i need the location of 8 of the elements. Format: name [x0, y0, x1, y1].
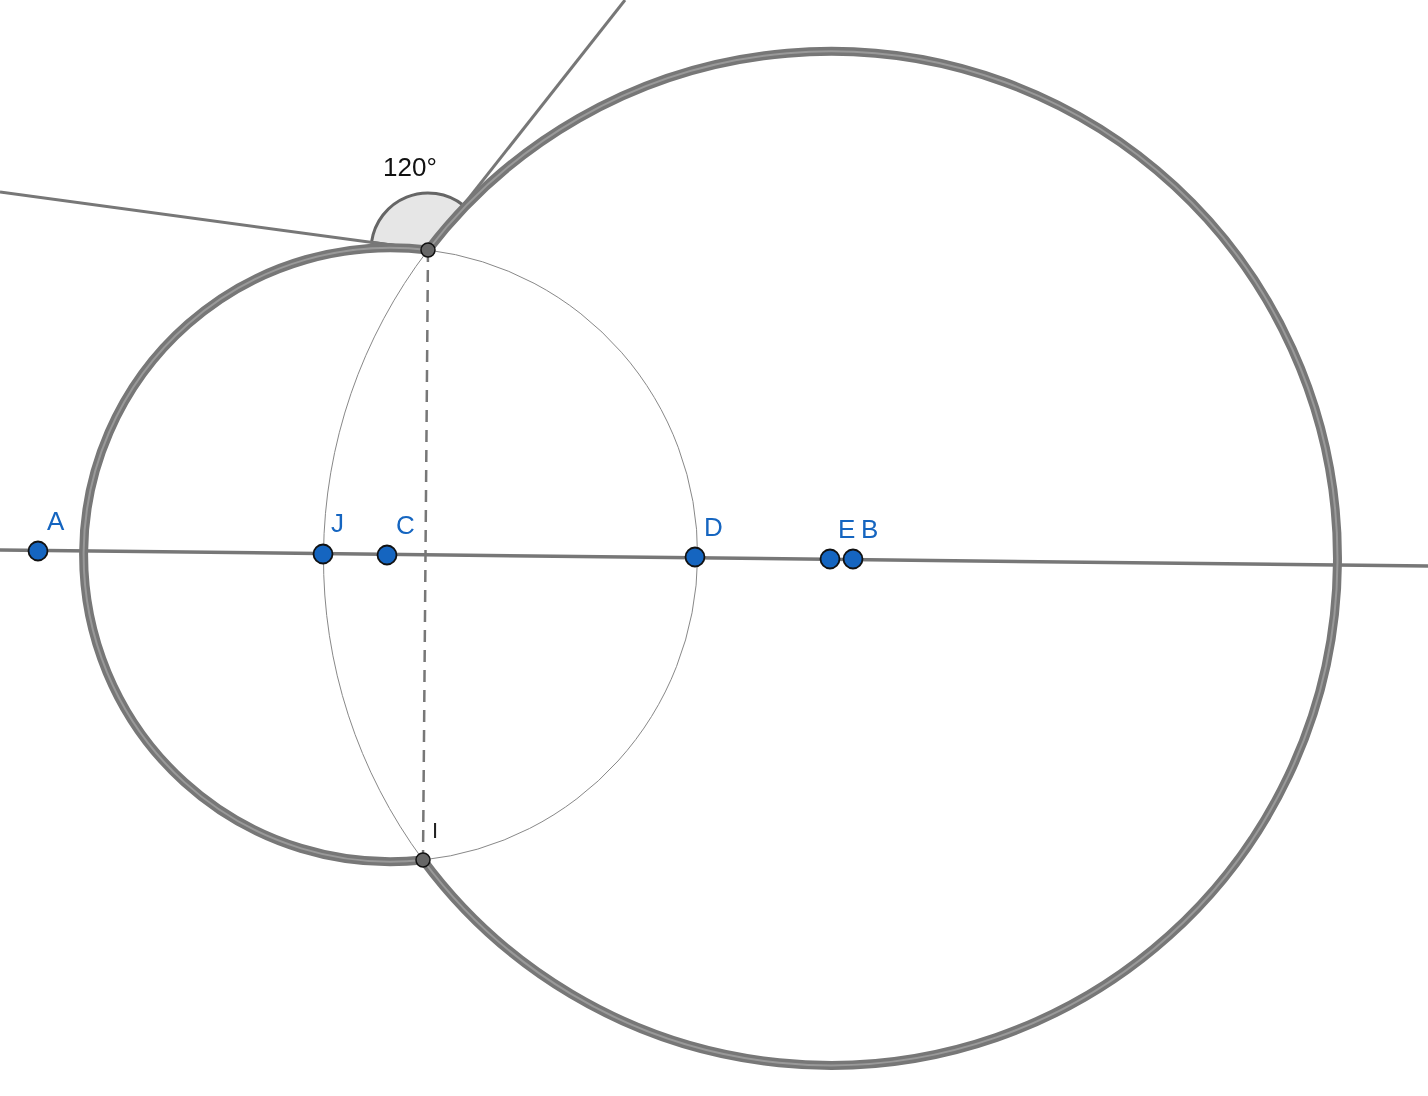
point-label: A [47, 508, 65, 534]
angle-label: 120° [383, 154, 437, 180]
point-label: D [704, 514, 723, 540]
point-label: J [331, 510, 344, 536]
point-label: I [432, 820, 439, 842]
point-label: E [838, 516, 856, 542]
point-label: B [861, 516, 879, 542]
point-label: C [396, 512, 415, 538]
